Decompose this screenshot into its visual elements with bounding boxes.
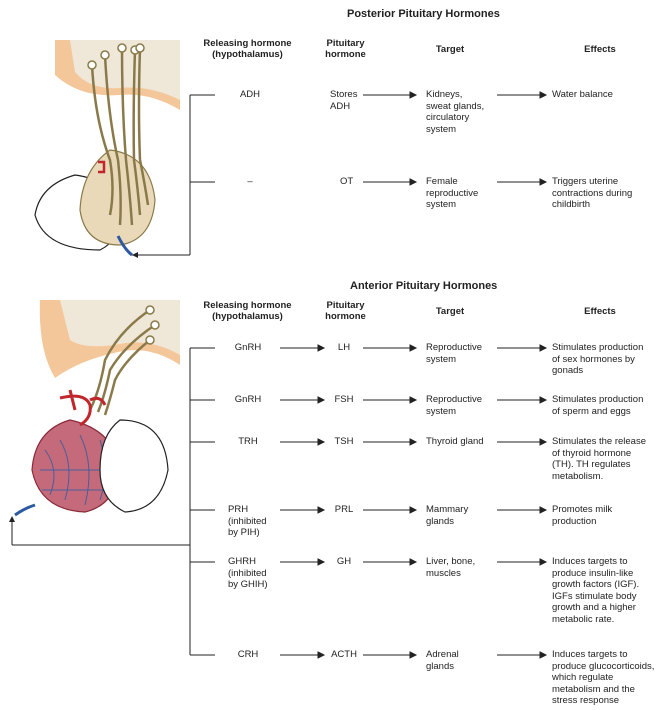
anterior-pituitary-illustration (9, 300, 190, 545)
anterior-header-pituitary: Pituitary hormone (318, 300, 373, 322)
posterior-title: Posterior Pituitary Hormones (347, 8, 500, 20)
anterior-row-5-target: Liver, bone, muscles (426, 556, 498, 579)
anterior-row-1-releasing: GnRH (222, 342, 274, 354)
anterior-title: Anterior Pituitary Hormones (350, 280, 497, 292)
anterior-row-5-pituitary: GH (326, 556, 362, 568)
anterior-row-2-target: Reproductive system (426, 394, 498, 417)
anterior-artery (60, 390, 105, 425)
anterior-bracket (190, 348, 215, 655)
anterior-row-2-pituitary: FSH (326, 394, 362, 406)
posterior-bracket (190, 95, 215, 255)
anterior-header-target: Target (420, 306, 480, 317)
posterior-header-pituitary: Pituitary hormone (318, 38, 373, 60)
anterior-arrows (280, 345, 546, 658)
posterior-header-releasing: Releasing hormone (hypothalamus) (195, 38, 300, 60)
posterior-pituitary-illustration (35, 40, 190, 258)
anterior-row-1-target: Reproductive system (426, 342, 498, 365)
anterior-row-1-pituitary: LH (326, 342, 362, 354)
posterior-row-1-effects: Water balance (552, 89, 662, 101)
anterior-row-6-effects: Induces targets to produce glucocorticoi… (552, 649, 667, 707)
anterior-row-3-pituitary: TSH (326, 436, 362, 448)
anterior-row-3-effects: Stimulates the release of thyroid hormon… (552, 436, 667, 482)
anterior-row-1-effects: Stimulates production of sex hormones by… (552, 342, 667, 377)
anterior-vein (15, 505, 35, 515)
posterior-row-1-pituitary: Stores ADH (330, 89, 370, 112)
anterior-row-3-target: Thyroid gland (426, 436, 498, 448)
anterior-row-4-releasing: PRH (inhibited by PIH) (228, 504, 280, 539)
anterior-posterior-lobe (100, 420, 168, 512)
anterior-row-4-target: Mammary glands (426, 504, 498, 527)
anterior-row-4-pituitary: PRL (326, 504, 362, 516)
anterior-row-6-target: Adrenal glands (426, 649, 498, 672)
anterior-row-6-pituitary: ACTH (326, 649, 362, 661)
posterior-row-2-releasing: – (225, 176, 275, 188)
anterior-row-6-releasing: CRH (222, 649, 274, 661)
anterior-header-releasing: Releasing hormone (hypothalamus) (195, 300, 300, 322)
anterior-row-3-releasing: TRH (222, 436, 274, 448)
anterior-header-effects: Effects (570, 306, 630, 317)
anterior-row-2-releasing: GnRH (222, 394, 274, 406)
anterior-row-5-effects: Induces targets to produce insulin-like … (552, 556, 667, 625)
anterior-row-5-releasing: GHRH (inhibited by GHIH) (228, 556, 280, 591)
posterior-row-2-effects: Triggers uterine contractions during chi… (552, 176, 662, 211)
posterior-row-2-target: Female reproductive system (426, 176, 496, 211)
posterior-header-effects: Effects (570, 44, 630, 55)
posterior-header-target: Target (420, 44, 480, 55)
posterior-row-1-target: Kidneys, sweat glands, circulatory syste… (426, 89, 496, 135)
posterior-row-1-releasing: ADH (225, 89, 275, 101)
anterior-row-2-effects: Stimulates production of sperm and eggs (552, 394, 667, 417)
posterior-row-2-pituitary: OT (340, 176, 380, 188)
anterior-row-4-effects: Promotes milk production (552, 504, 667, 527)
